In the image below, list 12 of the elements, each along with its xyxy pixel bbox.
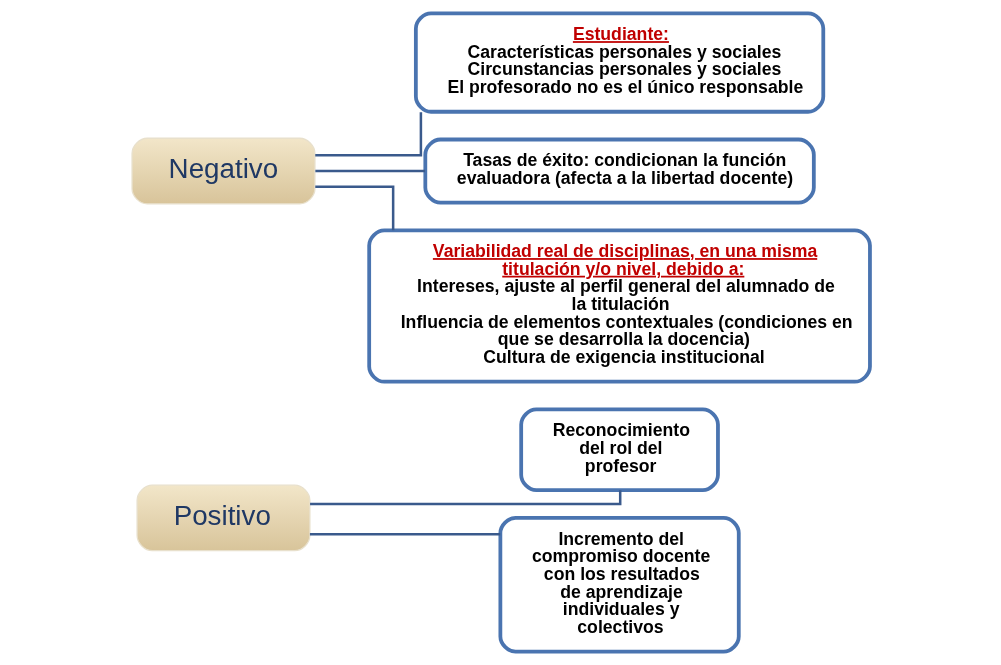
node-box: Incremento del compromiso docente con los resultados de aprendizaje individuales y colectivos — [498, 516, 741, 654]
connector — [314, 169, 425, 173]
connector — [309, 533, 500, 536]
connector — [309, 490, 621, 506]
node-box: Estudiante: Características personales y sociales Circunstancias personales y sociales El profesorado no es el único responsable — [413, 11, 825, 114]
connector — [314, 112, 422, 157]
node-box: Positivo — [135, 484, 311, 552]
node-box: Tasas de éxito: condicionan la función evaluadora (afecta a la libertad docente) — [422, 137, 816, 205]
node-box: Negativo — [130, 137, 316, 205]
node-box: Reconocimiento del rol del profesor — [518, 407, 720, 493]
connector — [314, 185, 394, 231]
node-box: Variabilidad real de disciplinas, en una misma titulación y/o nivel, debido a: Intereses, ajuste al perfil general del alumnado de la titulación Influencia de elementos contextuales (condiciones en que se desarrolla la docencia) Cultura de exigencia institucional — [366, 228, 872, 384]
